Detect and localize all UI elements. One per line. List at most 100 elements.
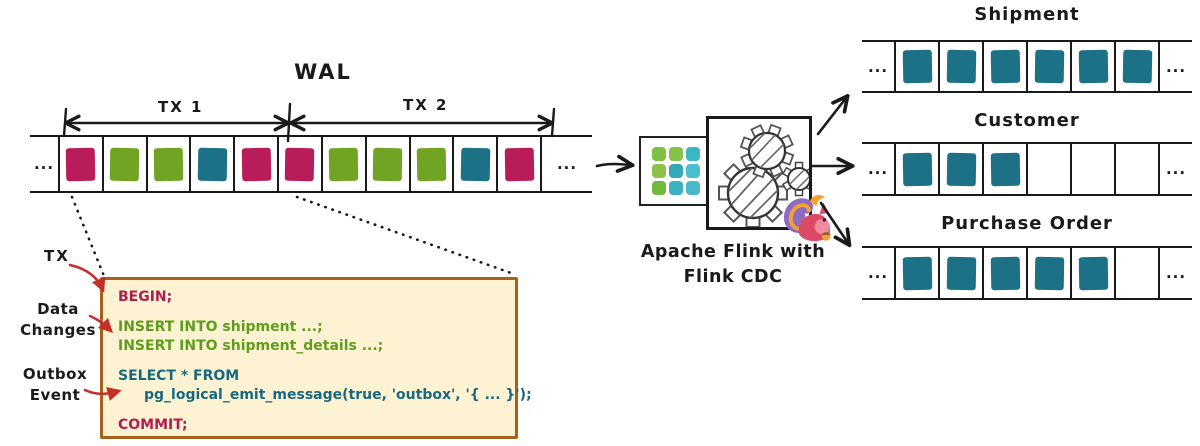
log-cell bbox=[1026, 42, 1070, 91]
logo-grid-cell bbox=[685, 147, 700, 161]
log-cell bbox=[1026, 248, 1070, 298]
event-square-teal bbox=[902, 256, 932, 290]
wal-title: WAL bbox=[294, 60, 352, 84]
event-square-green bbox=[328, 147, 359, 181]
log-cell bbox=[938, 248, 982, 298]
event-square-teal bbox=[1034, 256, 1064, 290]
log-cell bbox=[982, 144, 1026, 194]
event-square-teal bbox=[1078, 256, 1108, 290]
outbox-event-line1: Outbox bbox=[22, 365, 88, 383]
outbox-event-line2: Event bbox=[29, 386, 81, 404]
flink-squirrel-icon bbox=[783, 195, 831, 242]
flink-caption-line2: Flink CDC bbox=[683, 267, 783, 287]
event-square-magenta bbox=[241, 147, 271, 181]
wal-ellipsis-left: ... bbox=[33, 155, 55, 173]
code-line-select-from: SELECT * FROM bbox=[118, 368, 240, 384]
log-cell bbox=[101, 137, 146, 191]
transaction-code-box: BEGIN; INSERT INTO shipment ...; INSERT … bbox=[100, 277, 532, 439]
code-line-commit: COMMIT; bbox=[118, 417, 188, 433]
tx-annotation-arrow bbox=[68, 263, 106, 293]
customer-ellipsis-right: ... bbox=[1165, 160, 1187, 178]
log-cell-empty bbox=[1070, 144, 1114, 194]
shipment-cells bbox=[894, 42, 1160, 91]
wal-to-codebox-connectors bbox=[70, 195, 513, 278]
event-square-teal bbox=[902, 152, 932, 186]
log-cell bbox=[938, 144, 982, 194]
event-square-teal bbox=[946, 49, 976, 84]
log-cell bbox=[982, 42, 1026, 91]
tx1-label: TX 1 bbox=[158, 98, 204, 116]
log-cell bbox=[894, 144, 938, 194]
outbox-event-annotation-label: Outbox Event bbox=[10, 364, 100, 406]
purchase-order-stream-strip: ... ... bbox=[862, 246, 1192, 300]
customer-ellipsis-left: ... bbox=[867, 160, 889, 178]
wal-ellipsis-right: ... bbox=[556, 155, 578, 173]
purchase-order-cells bbox=[894, 248, 1160, 298]
log-cell bbox=[233, 137, 277, 191]
code-line-begin: BEGIN; bbox=[118, 289, 173, 305]
code-line-emit-message: pg_logical_emit_message(true, 'outbox', … bbox=[144, 387, 532, 403]
event-square-teal bbox=[902, 49, 932, 84]
event-square-teal bbox=[990, 152, 1020, 186]
event-square-teal bbox=[1078, 49, 1108, 84]
flink-cdc-logo-box bbox=[639, 136, 712, 206]
wal-log-strip: ... ... bbox=[30, 135, 592, 193]
event-square-teal bbox=[1034, 49, 1064, 84]
log-cell-empty bbox=[1114, 248, 1160, 298]
logo-grid-cell bbox=[685, 164, 700, 178]
logo-grid-cell bbox=[668, 181, 683, 195]
logo-grid-cell bbox=[668, 147, 683, 161]
event-square-green bbox=[153, 147, 184, 181]
log-cell bbox=[145, 137, 190, 191]
log-cell bbox=[1114, 42, 1160, 91]
dotted-connector-right bbox=[295, 195, 513, 275]
stream-title-shipment: Shipment bbox=[974, 4, 1080, 25]
wal-to-flink-arrow bbox=[595, 164, 630, 166]
code-line-insert-shipment-details: INSERT INTO shipment_details ...; bbox=[118, 338, 384, 354]
data-changes-line1: Data bbox=[37, 300, 79, 318]
event-square-teal bbox=[946, 256, 976, 290]
log-cell bbox=[894, 248, 938, 298]
log-cell-empty bbox=[1026, 144, 1070, 194]
shipment-ellipsis-left: ... bbox=[867, 57, 889, 76]
logo-grid-cell bbox=[685, 181, 700, 195]
log-cell bbox=[58, 137, 102, 191]
log-cell bbox=[1070, 248, 1114, 298]
log-cell bbox=[496, 137, 542, 191]
log-cell bbox=[364, 137, 409, 191]
flink-to-shipment-arrow bbox=[816, 98, 846, 136]
flink-caption-line1: Apache Flink with bbox=[640, 242, 826, 262]
code-line-insert-shipment: INSERT INTO shipment ...; bbox=[118, 319, 323, 335]
event-square-teal bbox=[946, 152, 976, 186]
tx2-label: TX 2 bbox=[403, 96, 449, 114]
customer-cells bbox=[894, 144, 1160, 194]
event-square-teal bbox=[1122, 49, 1152, 84]
log-cell bbox=[982, 248, 1026, 298]
logo-grid-cell bbox=[668, 164, 683, 178]
shipment-ellipsis-right: ... bbox=[1165, 57, 1187, 76]
logo-grid-cell bbox=[651, 181, 666, 195]
log-cell bbox=[1070, 42, 1114, 91]
log-cell bbox=[894, 42, 938, 91]
stream-title-customer: Customer bbox=[974, 110, 1080, 131]
event-square-green bbox=[109, 147, 140, 181]
event-square-teal bbox=[460, 147, 491, 181]
flink-caption: Apache Flink with Flink CDC bbox=[628, 240, 838, 290]
log-cell bbox=[320, 137, 365, 191]
stream-title-purchase-order: Purchase Order bbox=[941, 213, 1113, 234]
gears-icon bbox=[718, 123, 817, 228]
logo-grid-cell bbox=[651, 147, 666, 161]
tx-annotation-label: TX bbox=[44, 247, 70, 265]
event-square-teal bbox=[990, 49, 1020, 84]
purchase-order-ellipsis-left: ... bbox=[867, 264, 889, 282]
customer-stream-strip: ... ... bbox=[862, 142, 1192, 196]
flink-cdc-logo-icon bbox=[651, 147, 700, 195]
wal-cells bbox=[58, 137, 542, 191]
event-square-magenta bbox=[504, 147, 534, 181]
log-cell bbox=[938, 42, 982, 91]
event-square-teal bbox=[197, 147, 228, 181]
data-changes-line2: Changes bbox=[20, 321, 96, 339]
log-cell bbox=[452, 137, 496, 191]
log-cell-empty bbox=[1114, 144, 1160, 194]
